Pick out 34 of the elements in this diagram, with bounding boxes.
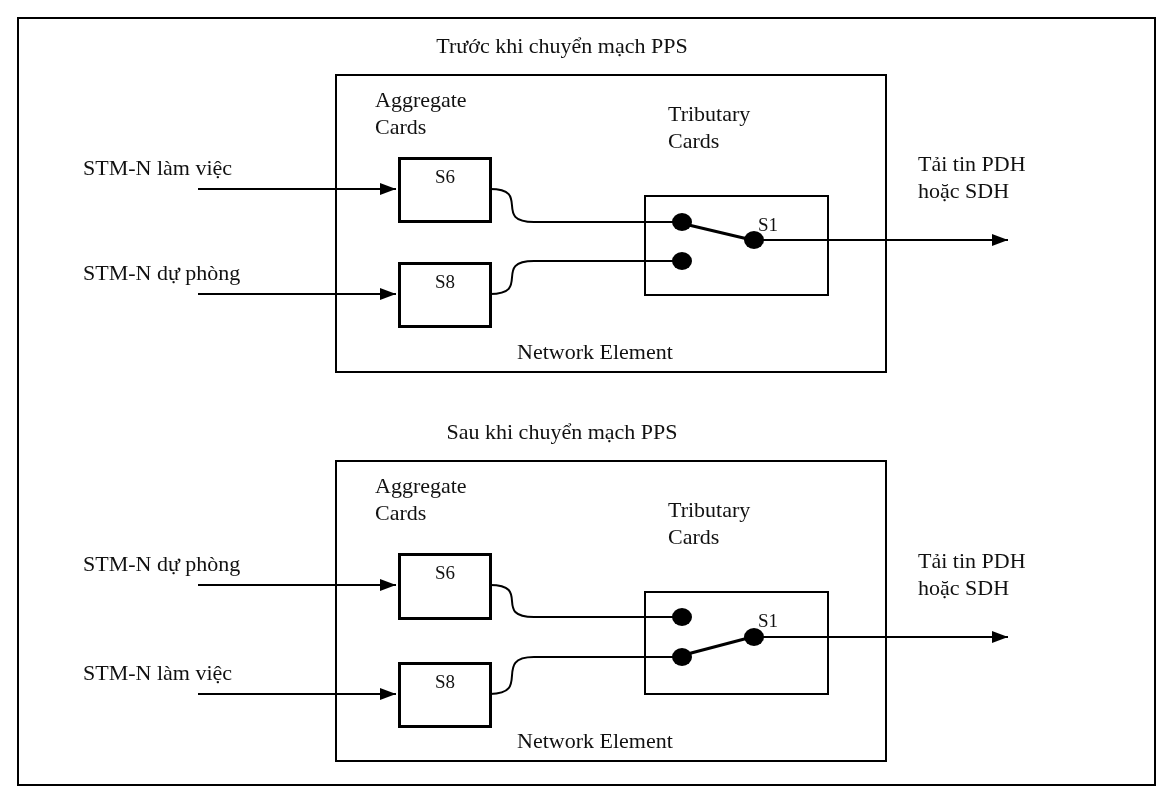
output-label: Tải tin PDH hoặc SDH bbox=[918, 150, 1027, 204]
group-label: Tributary Cards bbox=[668, 100, 752, 154]
card-box bbox=[398, 157, 492, 223]
group-label: Aggregate Cards bbox=[375, 472, 468, 526]
connector-line bbox=[489, 656, 643, 695]
panel-title: Sau khi chuyển mạch PPS bbox=[445, 418, 679, 445]
connector-line bbox=[197, 183, 397, 195]
card-label: S1 bbox=[758, 213, 780, 237]
panel-title: Trước khi chuyển mạch PPS bbox=[435, 32, 689, 59]
connector-line bbox=[489, 584, 643, 618]
connector-line bbox=[489, 260, 643, 295]
card-label: S6 bbox=[433, 561, 457, 585]
card-label: S8 bbox=[433, 270, 457, 294]
input-label: STM-N làm việc bbox=[83, 659, 234, 686]
connector-line bbox=[197, 579, 397, 591]
connector-line bbox=[197, 288, 397, 300]
connector-line bbox=[826, 234, 1009, 246]
output-label: Tải tin PDH hoặc SDH bbox=[918, 547, 1027, 601]
input-label: STM-N dự phòng bbox=[83, 550, 242, 577]
input-label: STM-N dự phòng bbox=[83, 259, 242, 286]
card-label: S6 bbox=[433, 165, 457, 189]
group-label: Tributary Cards bbox=[668, 496, 752, 550]
card-label: S1 bbox=[758, 609, 780, 633]
connector-line bbox=[197, 688, 397, 700]
card-box bbox=[398, 662, 492, 728]
element-label: Network Element bbox=[517, 727, 674, 754]
input-label: STM-N làm việc bbox=[83, 154, 234, 181]
card-box bbox=[398, 553, 492, 620]
connector-line bbox=[826, 631, 1009, 643]
group-label: Aggregate Cards bbox=[375, 86, 468, 140]
card-box bbox=[398, 262, 492, 328]
connector-line bbox=[489, 188, 643, 223]
element-label: Network Element bbox=[517, 338, 674, 365]
card-label: S8 bbox=[433, 670, 457, 694]
